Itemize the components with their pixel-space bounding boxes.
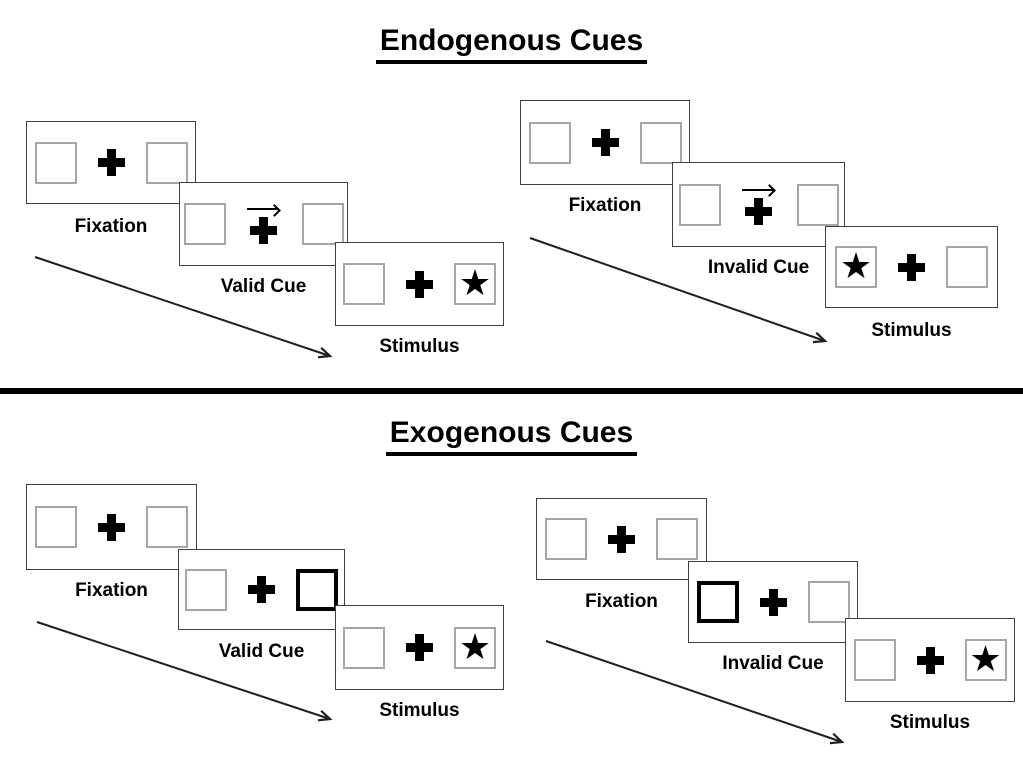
plus-icon (916, 646, 944, 674)
time-arrow-endogenous-valid (34, 256, 333, 359)
star-icon: ★ (839, 245, 873, 286)
stimulus-label: Stimulus (379, 336, 460, 357)
left-box (343, 263, 385, 305)
valid-cue-label: Valid Cue (218, 641, 305, 662)
right-box (946, 246, 988, 288)
exogenous-valid-cue-panel (178, 549, 345, 630)
right-arrow-icon (741, 185, 776, 195)
plus-icon (406, 634, 433, 661)
time-arrow-exogenous-valid (36, 621, 333, 722)
exogenous-invalid-stimulus-panel: ★ (845, 618, 1015, 702)
right-box (146, 506, 188, 548)
left-box-highlighted (696, 581, 739, 623)
endogenous-section-title: Endogenous Cues (375, 24, 648, 64)
fixation-label: Fixation (75, 580, 148, 601)
right-box-with-star: ★ (454, 263, 496, 305)
right-box (301, 203, 344, 245)
plus-icon (608, 525, 635, 553)
fixation-label: Fixation (74, 216, 148, 237)
endogenous-invalid-stimulus-panel: ★ (825, 226, 998, 308)
exogenous-valid-stimulus-panel: ★ (335, 605, 504, 690)
star-icon: ★ (458, 262, 492, 303)
plus-icon (250, 217, 277, 244)
plus-icon (406, 270, 433, 298)
fixation-label: Fixation (585, 591, 658, 612)
star-icon: ★ (969, 638, 1002, 679)
stimulus-label: Stimulus (379, 700, 460, 721)
left-box (853, 639, 896, 681)
endogenous-valid-fixation-panel (26, 121, 196, 204)
endogenous-section-title-wrap: Endogenous Cues (0, 24, 1023, 64)
endogenous-valid-stimulus-panel: ★ (335, 242, 504, 326)
endogenous-invalid-fixation-panel (520, 100, 690, 185)
exogenous-valid-fixation-panel (26, 484, 197, 570)
exogenous-section-title: Exogenous Cues (385, 416, 638, 456)
stimulus-label: Stimulus (889, 712, 971, 733)
time-arrow-endogenous-invalid (529, 237, 828, 344)
right-box (807, 581, 850, 623)
plus-icon (898, 253, 925, 281)
right-box-highlighted (296, 568, 338, 611)
left-box (528, 121, 571, 164)
plus-icon (248, 576, 275, 603)
plus-icon (591, 129, 619, 156)
invalid-cue-label: Invalid Cue (722, 653, 824, 674)
invalid-cue-label: Invalid Cue (707, 257, 810, 278)
right-box-with-star: ★ (964, 638, 1007, 681)
central-cue (246, 204, 281, 244)
valid-cue-label: Valid Cue (220, 276, 307, 297)
right-box (639, 121, 682, 164)
exogenous-invalid-cue-panel (688, 561, 858, 643)
left-box-with-star: ★ (835, 246, 877, 288)
exogenous-invalid-fixation-panel (536, 498, 707, 580)
star-icon: ★ (458, 625, 492, 667)
right-box (656, 518, 698, 560)
plus-icon (745, 197, 772, 225)
left-box (183, 203, 226, 245)
fixation-label: Fixation (568, 195, 642, 216)
left-box (343, 626, 385, 669)
right-box (796, 183, 839, 226)
right-box (145, 141, 188, 184)
section-divider-line (0, 388, 1023, 394)
exogenous-section-title-wrap: Exogenous Cues (0, 416, 1023, 456)
left-box (185, 568, 227, 611)
plus-icon (98, 513, 125, 541)
left-box (545, 518, 587, 560)
endogenous-invalid-cue-panel (672, 162, 845, 247)
left-box (35, 506, 77, 548)
stimulus-label: Stimulus (871, 320, 952, 341)
endogenous-valid-cue-panel (179, 182, 348, 266)
right-box-with-star: ★ (454, 625, 496, 669)
plus-icon (759, 588, 787, 616)
left-box (34, 141, 77, 184)
plus-icon (97, 149, 125, 176)
left-box (678, 183, 721, 226)
right-arrow-icon (246, 204, 281, 214)
central-cue (741, 185, 776, 225)
